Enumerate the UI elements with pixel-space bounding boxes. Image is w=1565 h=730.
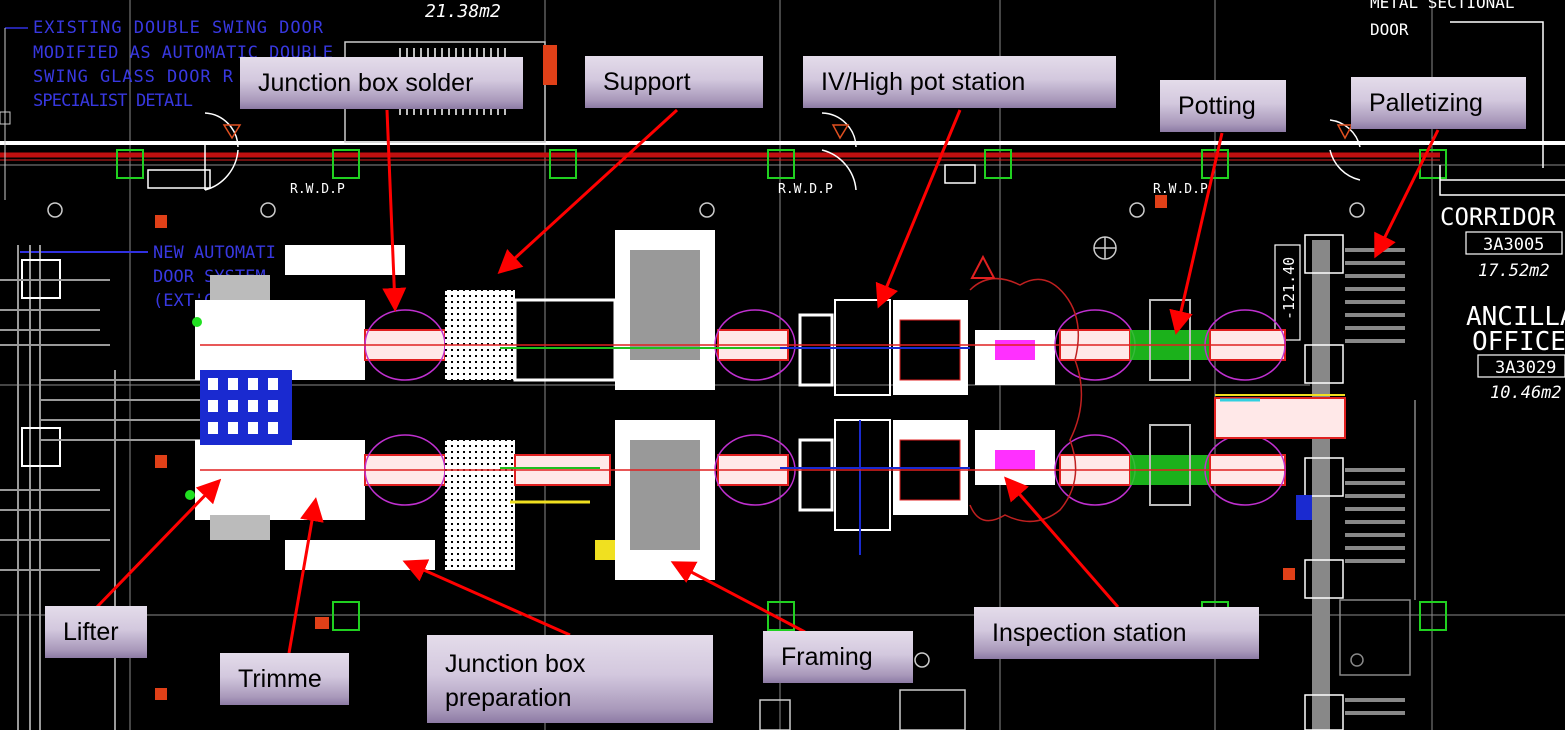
callout-iv-high-pot-station: IV/High pot station: [803, 56, 1116, 108]
orange-symbols: [155, 195, 1295, 700]
existing-door-note-line3: SWING GLASS DOOR R: [33, 67, 234, 87]
warning-triangle-icon: [970, 254, 996, 279]
callout-framing: Framing: [763, 631, 913, 683]
arrow-iv-high-pot-station: [875, 109, 962, 309]
area-label-top: 21.38m2: [425, 1, 501, 22]
inspection-zone-cloud: [969, 277, 1083, 523]
arrow-inspection-station: [1004, 476, 1120, 608]
new-door-note-line1: NEW AUTOMATI: [153, 243, 276, 263]
rwdp-label-1: R.W.D.P: [290, 182, 345, 197]
arrow-support: [497, 108, 679, 275]
office-label-line1: ANCILLA: [1466, 302, 1565, 332]
office-code: 3A3029: [1495, 358, 1556, 378]
production-line-top: [195, 230, 1286, 396]
callout-junction-box-solder: Junction box solder: [240, 57, 523, 109]
callout-inspection-station: Inspection station: [974, 607, 1259, 659]
left-rack: [0, 245, 200, 730]
callout-arrows: [93, 108, 1440, 654]
level-marker: -121.40: [1280, 257, 1298, 320]
door-triangles: [222, 124, 1354, 140]
office-label-line2: OFFICE: [1472, 327, 1565, 357]
callout-junction-box-preparation: Junction box preparation: [427, 635, 713, 723]
callout-palletizing: Palletizing: [1351, 77, 1526, 129]
rwdp-label-2: R.W.D.P: [778, 182, 833, 197]
arrow-trimme: [287, 497, 324, 654]
arrow-framing: [670, 561, 806, 634]
right-rack: [1296, 234, 1416, 730]
callout-junction-box-preparation-line1: Junction box: [445, 650, 586, 678]
corridor-area: 17.52m2: [1478, 261, 1550, 281]
rwdp-label-3: R.W.D.P: [1153, 182, 1208, 197]
callout-potting: Potting: [1160, 80, 1286, 132]
top-wall: [0, 141, 1565, 161]
arrow-junction-box-solder: [382, 109, 407, 312]
arrow-junction-box-preparation: [402, 559, 571, 637]
arrow-lifter: [93, 478, 222, 611]
metal-door-line1: METAL SECTIONAL: [1370, 0, 1515, 12]
production-line-bottom: [195, 394, 1346, 580]
corridor-label: CORRIDOR: [1440, 203, 1556, 231]
existing-door-note-line1: EXISTING DOUBLE SWING DOOR: [33, 18, 324, 38]
office-area: 10.46m2: [1490, 383, 1562, 403]
metal-door-line2: DOOR: [1370, 20, 1409, 39]
arrow-palletizing: [1374, 129, 1440, 259]
arrow-potting: [1169, 132, 1224, 335]
callout-lifter: Lifter: [45, 606, 147, 658]
loader-buffer: [185, 317, 292, 500]
callout-trimme: Trimme: [220, 653, 349, 705]
callout-junction-box-preparation-line2: preparation: [445, 684, 572, 712]
callout-support: Support: [585, 56, 763, 108]
misc-symbols: [47, 202, 1365, 730]
corridor-code: 3A3005: [1483, 235, 1544, 255]
existing-door-note-line4: SPECIALIST DETAIL: [33, 91, 193, 111]
cad-text-layer: EXISTING DOUBLE SWING DOOR MODIFIED AS A…: [0, 0, 1565, 403]
